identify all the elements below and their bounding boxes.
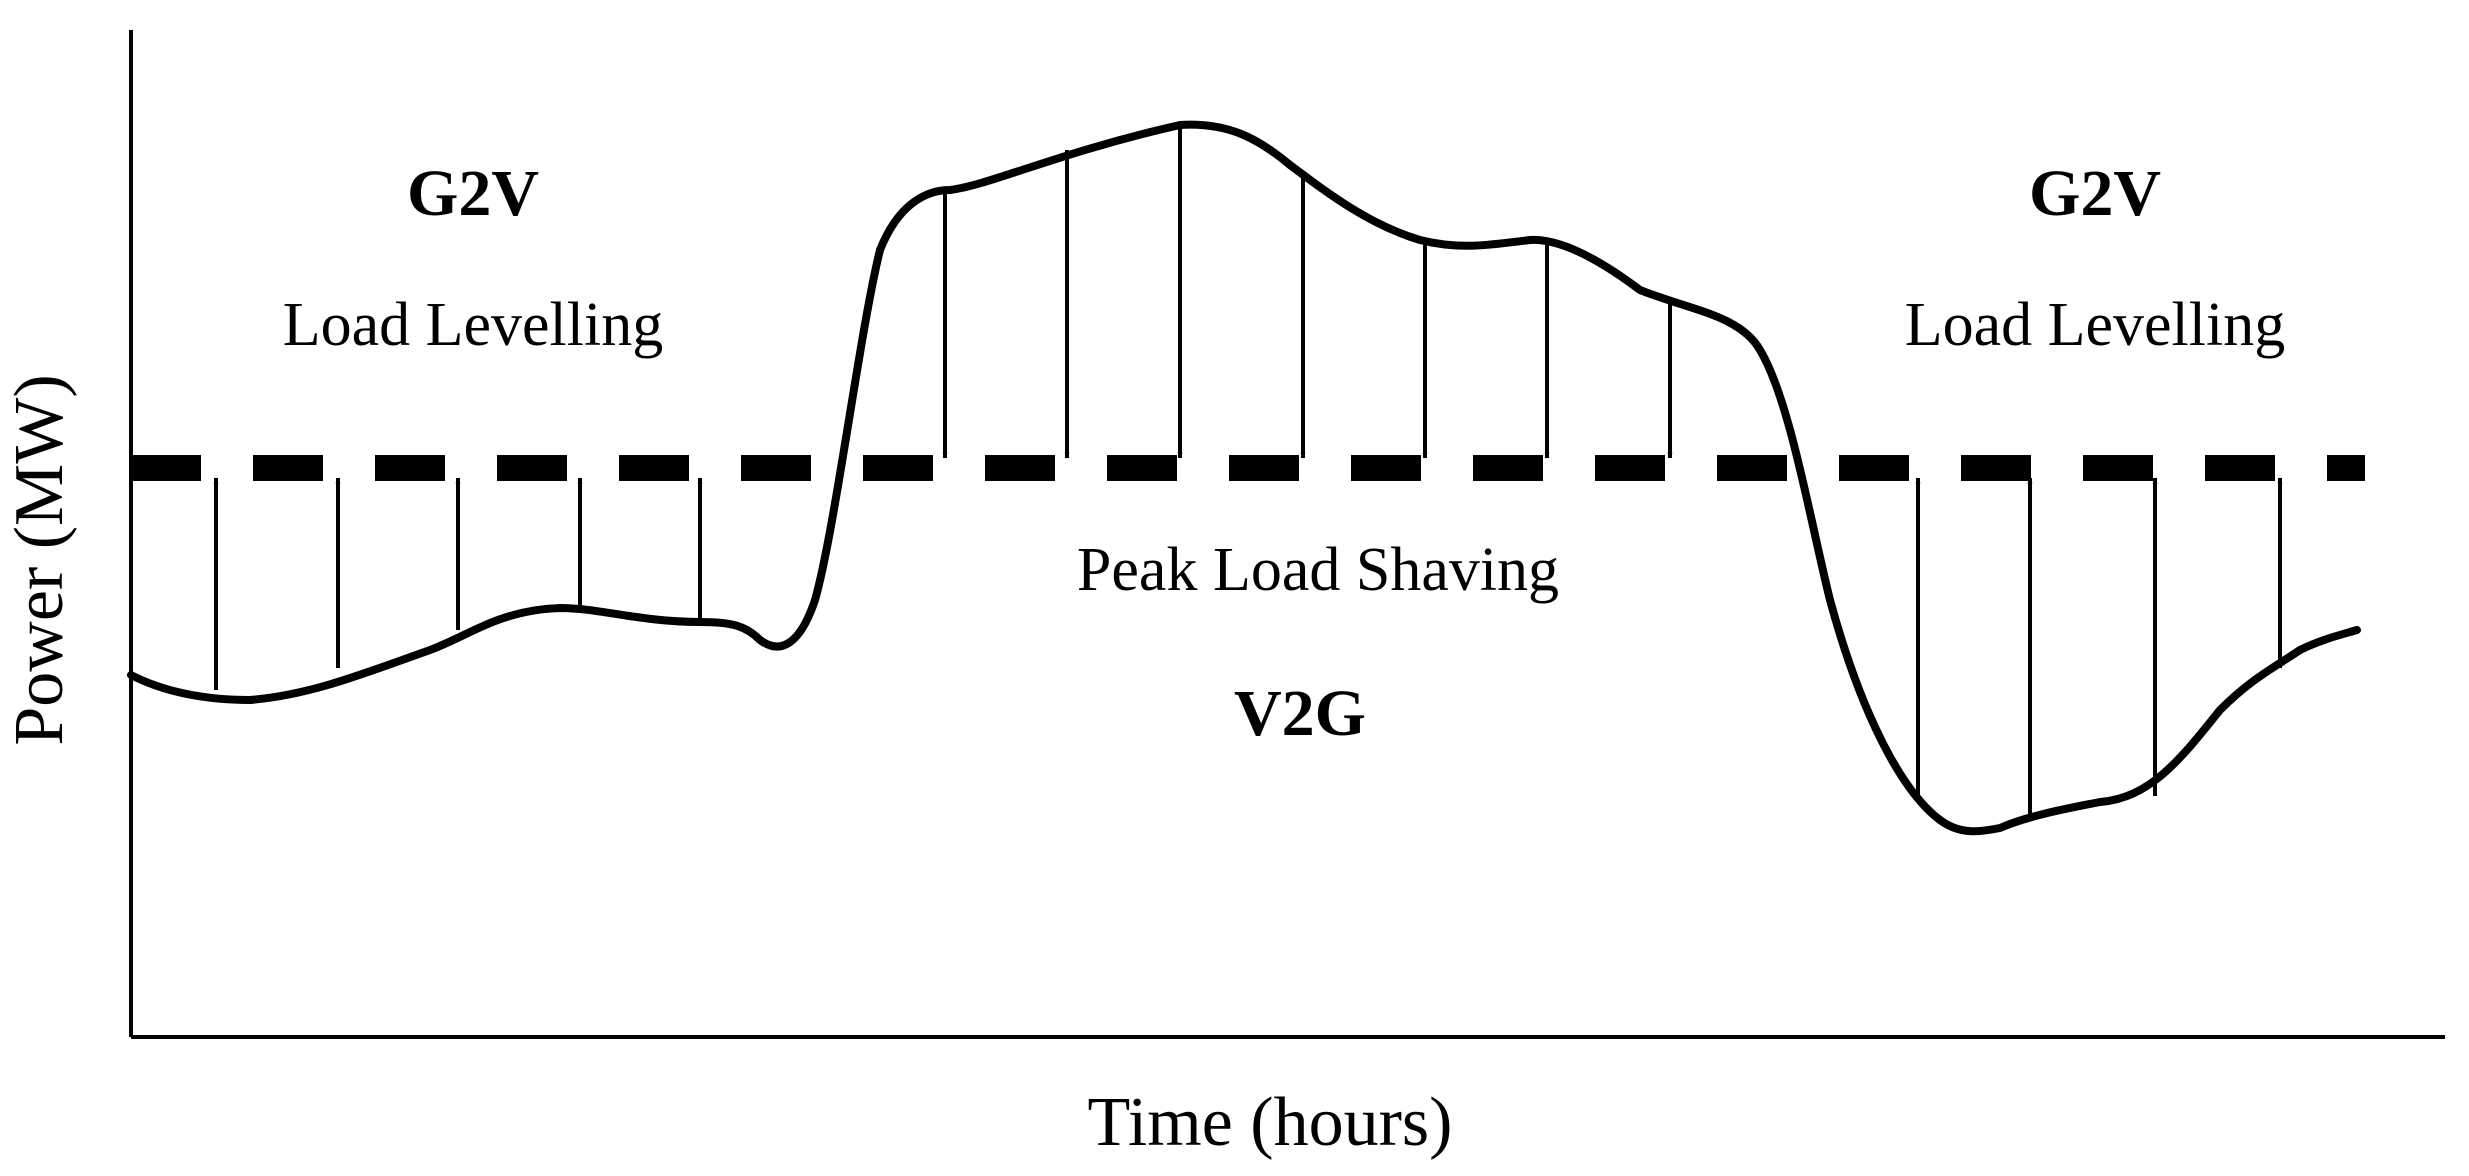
load-curve [127,120,2361,836]
center-mode-label: V2G [1234,677,1366,750]
right-desc-label: Load Levelling [1905,291,2285,359]
x-axis-label: Time (hours) [1088,1084,1453,1161]
left-mode-label: G2V [407,157,539,230]
y-axis-label: Power (MW) [1,374,78,745]
right-mode-label: G2V [2029,157,2161,230]
left-desc-label: Load Levelling [283,291,663,359]
center-desc-label: Peak Load Shaving [1077,536,1559,604]
